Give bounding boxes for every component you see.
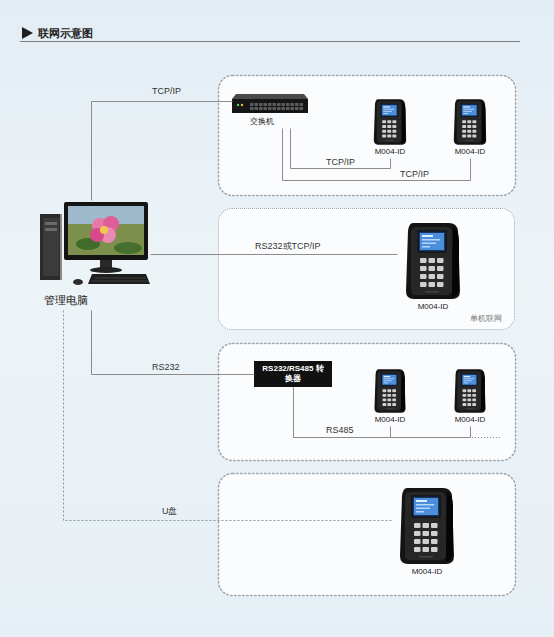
management-computer: 管理电脑 bbox=[38, 200, 150, 310]
group-panel bbox=[219, 474, 516, 596]
connector-line bbox=[291, 129, 391, 169]
connector-line bbox=[92, 102, 233, 201]
attendance-terminal: M004-ID bbox=[366, 368, 414, 426]
panel-note: 单机联网 bbox=[470, 314, 502, 324]
model-label: M004-ID bbox=[392, 567, 462, 577]
attendance-terminal: M004-ID bbox=[446, 98, 494, 158]
header-rule bbox=[20, 41, 520, 42]
attendance-terminal: M004-ID bbox=[397, 221, 469, 313]
switch-art bbox=[232, 92, 308, 114]
connector-line bbox=[64, 311, 393, 521]
model-label: M004-ID bbox=[446, 147, 494, 157]
computer-art bbox=[38, 200, 150, 292]
connector-label: RS232 bbox=[152, 362, 180, 373]
model-label: M004-ID bbox=[366, 147, 414, 157]
terminal-art bbox=[392, 486, 462, 566]
connector-line bbox=[283, 129, 471, 181]
connector-label: RS485 bbox=[326, 425, 354, 436]
attendance-terminal: M004-ID bbox=[446, 368, 494, 426]
connector-line bbox=[294, 388, 391, 438]
attendance-terminal: M004-ID bbox=[392, 486, 462, 578]
group-panel bbox=[219, 76, 516, 196]
connector-label: TCP/IP bbox=[400, 169, 429, 180]
connector-line bbox=[294, 388, 471, 438]
diagram-title: 联网示意图 bbox=[38, 26, 93, 40]
model-label: M004-ID bbox=[366, 415, 414, 425]
header-triangle bbox=[22, 27, 33, 39]
model-label: M004-ID bbox=[397, 302, 469, 312]
bus-continuation bbox=[472, 437, 502, 438]
terminal-art bbox=[446, 98, 494, 146]
terminal-art bbox=[366, 368, 414, 414]
converter-box: RS232/RS485 转换器 bbox=[254, 361, 332, 387]
network-switch: 交换机 bbox=[232, 92, 308, 128]
connector-label: RS232或TCP/IP bbox=[255, 241, 321, 252]
connector-label: U盘 bbox=[162, 506, 178, 517]
converter-label: RS232/RS485 转换器 bbox=[260, 364, 326, 384]
attendance-terminal: M004-ID bbox=[366, 98, 414, 158]
connector-line bbox=[151, 254, 398, 255]
group-panel: 单机联网M004-ID bbox=[218, 208, 515, 330]
connector-label: TCP/IP bbox=[326, 157, 355, 168]
device-label: 交换机 bbox=[232, 117, 308, 127]
model-label: M004-ID bbox=[446, 415, 494, 425]
terminal-art bbox=[366, 98, 414, 146]
terminal-art bbox=[397, 221, 469, 301]
terminal-art bbox=[446, 368, 494, 414]
group-panel bbox=[219, 344, 516, 461]
device-label: 管理电脑 bbox=[38, 294, 150, 307]
connector-line bbox=[92, 311, 255, 375]
connector-label: TCP/IP bbox=[152, 86, 181, 97]
